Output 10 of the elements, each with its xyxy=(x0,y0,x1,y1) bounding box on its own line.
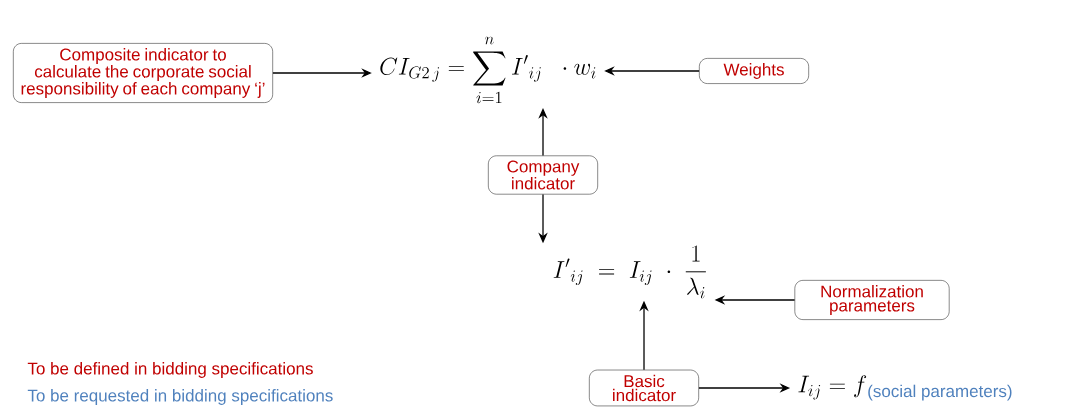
label-box: Composite indicator to calculate the corporate social responsibility of each company ‘j’ xyxy=(13,43,273,103)
formula: $I_{ij} = f$(social parameters) xyxy=(798,375,1012,401)
label-box: Company indicator xyxy=(488,155,598,195)
legend-entry: To be requested in bidding specifications xyxy=(27,389,333,405)
formula: ${I'}_{ij} \;=\; I_{ij} \;\cdot\; \frac{1}{\lambda_i}$ xyxy=(553,245,706,299)
label-box: Basic indicator xyxy=(589,369,699,407)
label-box: Normalization parameters xyxy=(794,280,950,320)
label-box: Weights xyxy=(699,58,809,84)
legend-entry: To be defined in bidding specifications xyxy=(27,362,313,378)
formula: $CI_{G2\,j} = \sum_{i=1}^{n} {I'}_{ij} \;\; \cdot w_i$ xyxy=(380,36,596,104)
